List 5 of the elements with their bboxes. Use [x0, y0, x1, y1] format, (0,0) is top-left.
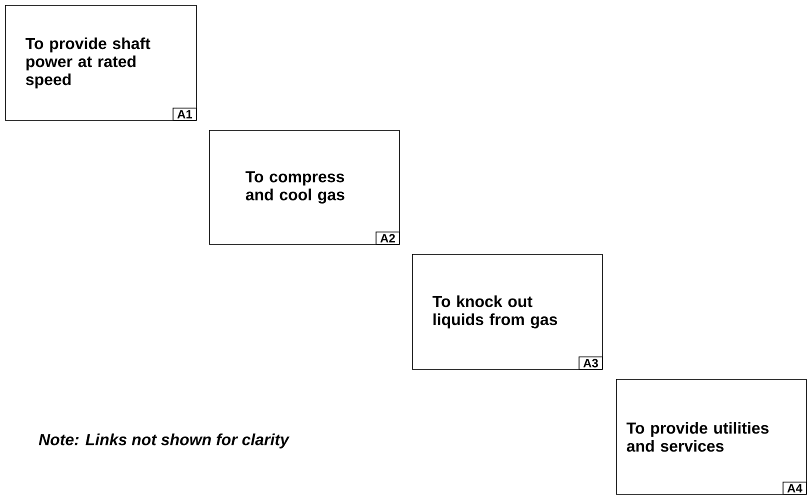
tag-box: A4 — [782, 482, 807, 495]
tag-box: A2 — [376, 232, 400, 245]
tag-box: A1 — [172, 108, 197, 121]
tag-box: A3 — [578, 356, 603, 370]
note: Note: Links not shown for clarity — [38, 434, 290, 448]
